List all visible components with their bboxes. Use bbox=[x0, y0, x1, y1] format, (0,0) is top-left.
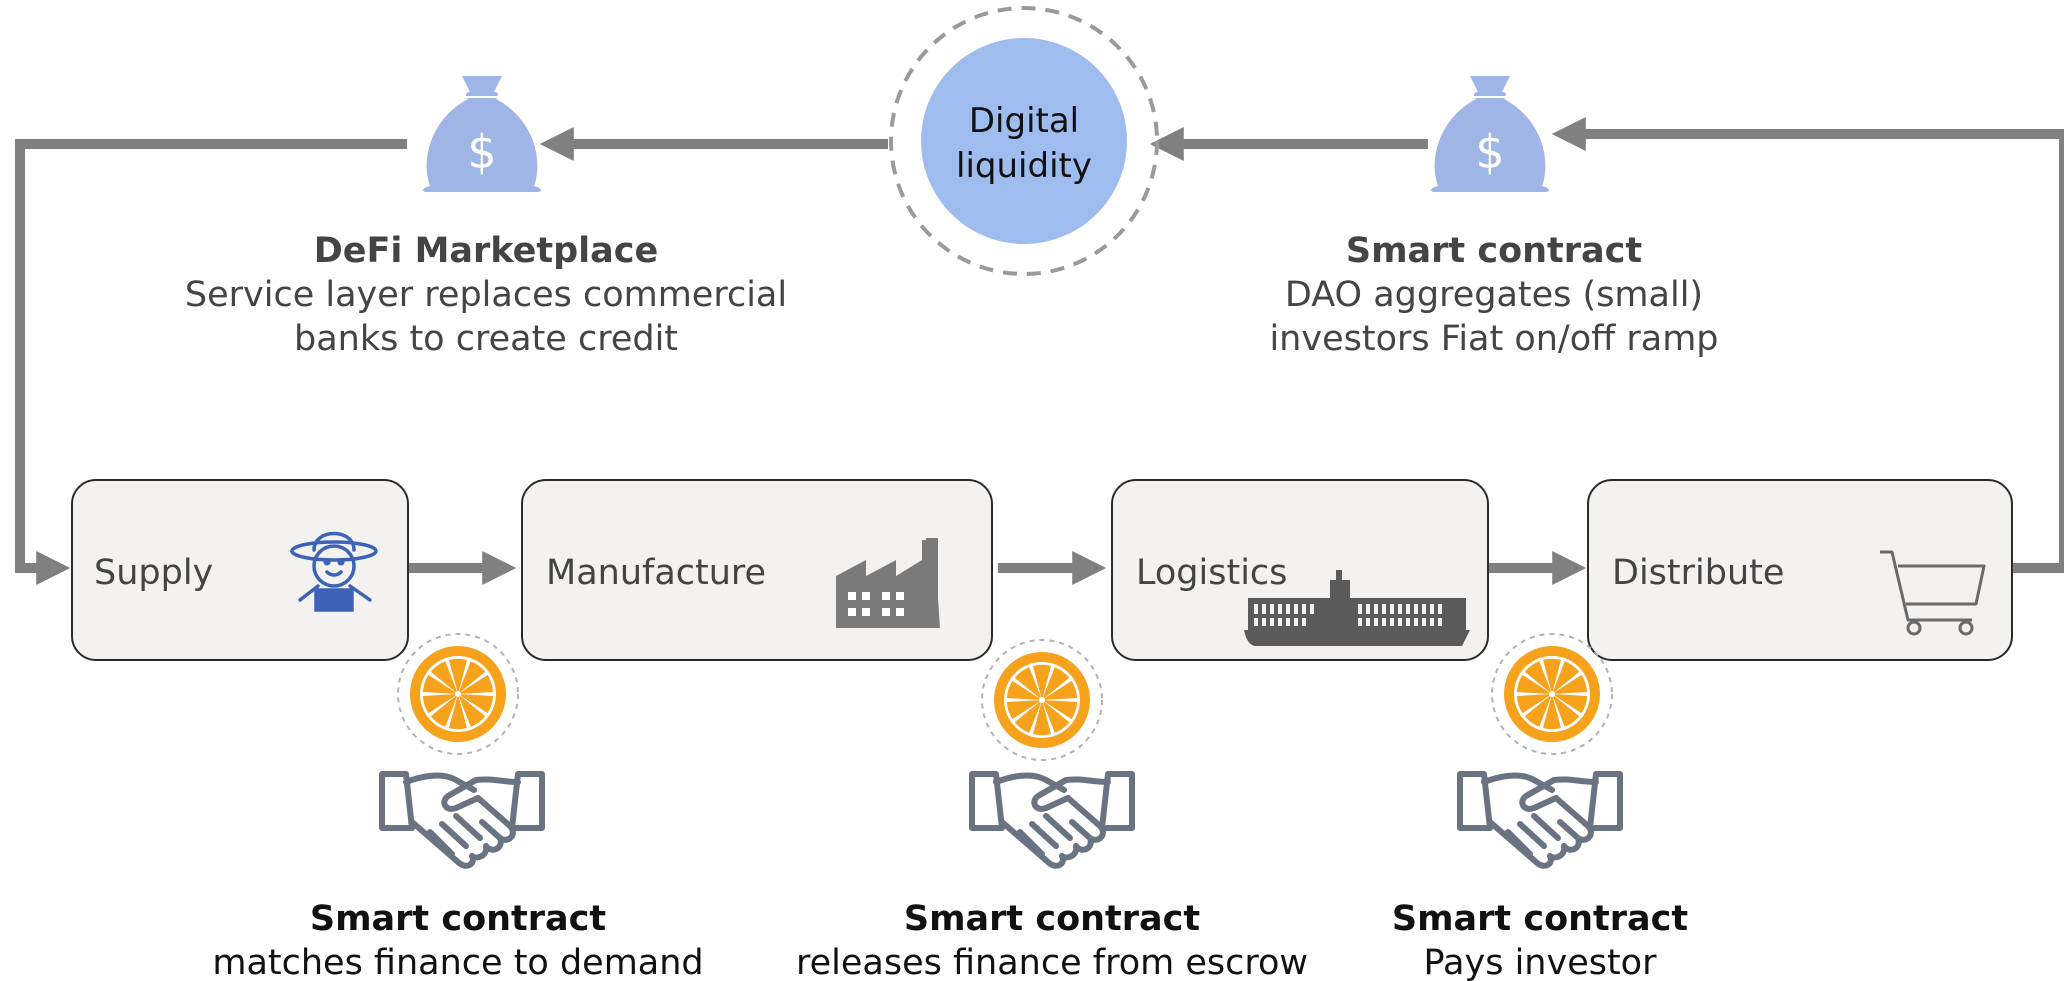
defi-marketplace-group: $ DeFi Marketplace Service layer replace… bbox=[185, 75, 787, 359]
stage-manufacture: Manufacture bbox=[521, 479, 993, 661]
factory-icon bbox=[836, 538, 940, 628]
digital-liquidity-node: Digital liquidity bbox=[889, 6, 1159, 276]
smart-contract-3-text: Pays investor bbox=[1424, 943, 1658, 981]
flow-line-defi-to-supply bbox=[15, 139, 407, 586]
money-bag-icon: $ bbox=[1429, 75, 1551, 193]
stage-logistics-label: Logistics bbox=[1136, 553, 1287, 593]
defi-line1: Service layer replaces commercial bbox=[185, 275, 787, 315]
dollar-symbol: $ bbox=[467, 125, 496, 179]
smart-contract-2: Smart contract releases finance from esc… bbox=[796, 639, 1308, 981]
stage-supply-label: Supply bbox=[94, 553, 213, 593]
digital-liquidity-line1: Digital bbox=[969, 101, 1079, 141]
stage-distribute-label: Distribute bbox=[1612, 553, 1784, 593]
stage-manufacture-label: Manufacture bbox=[546, 553, 766, 593]
handshake-icon bbox=[1460, 774, 1620, 866]
smart-contract-3: Smart contract Pays investor bbox=[1392, 633, 1688, 981]
dao-line1: DAO aggregates (small) bbox=[1285, 275, 1703, 315]
smart-contract-1-text: matches finance to demand bbox=[212, 943, 703, 981]
defi-line2: banks to create credit bbox=[294, 319, 678, 359]
smart-contract-2-title: Smart contract bbox=[904, 899, 1200, 939]
shopping-cart-icon bbox=[1880, 550, 1986, 636]
smart-contract-1: Smart contract matches finance to demand bbox=[212, 633, 704, 981]
stage-distribute: Distribute bbox=[1587, 479, 2013, 661]
smart-contract-3-title: Smart contract bbox=[1392, 899, 1688, 939]
dao-title: Smart contract bbox=[1346, 231, 1642, 271]
orange-slice-icon bbox=[397, 633, 519, 755]
handshake-icon bbox=[382, 774, 542, 866]
smart-contract-1-title: Smart contract bbox=[310, 899, 606, 939]
farmer-icon bbox=[290, 531, 378, 612]
dao-line2: investors Fiat on/off ramp bbox=[1269, 319, 1718, 359]
defi-title: DeFi Marketplace bbox=[314, 231, 659, 271]
handshake-icon bbox=[972, 774, 1132, 866]
money-bag-icon: $ bbox=[421, 75, 543, 193]
orange-slice-icon bbox=[981, 639, 1103, 761]
digital-liquidity-line2: liquidity bbox=[956, 146, 1092, 186]
cargo-ship-icon bbox=[1244, 570, 1470, 646]
flow-line-distribute-to-dao bbox=[1551, 116, 2064, 573]
dollar-symbol: $ bbox=[1475, 125, 1504, 179]
dao-smart-contract-group: $ Smart contract DAO aggregates (small) … bbox=[1269, 75, 1719, 359]
smart-contract-2-text: releases finance from escrow bbox=[796, 943, 1308, 981]
stage-supply: Supply bbox=[71, 479, 409, 661]
stage-logistics: Logistics bbox=[1111, 479, 1489, 661]
